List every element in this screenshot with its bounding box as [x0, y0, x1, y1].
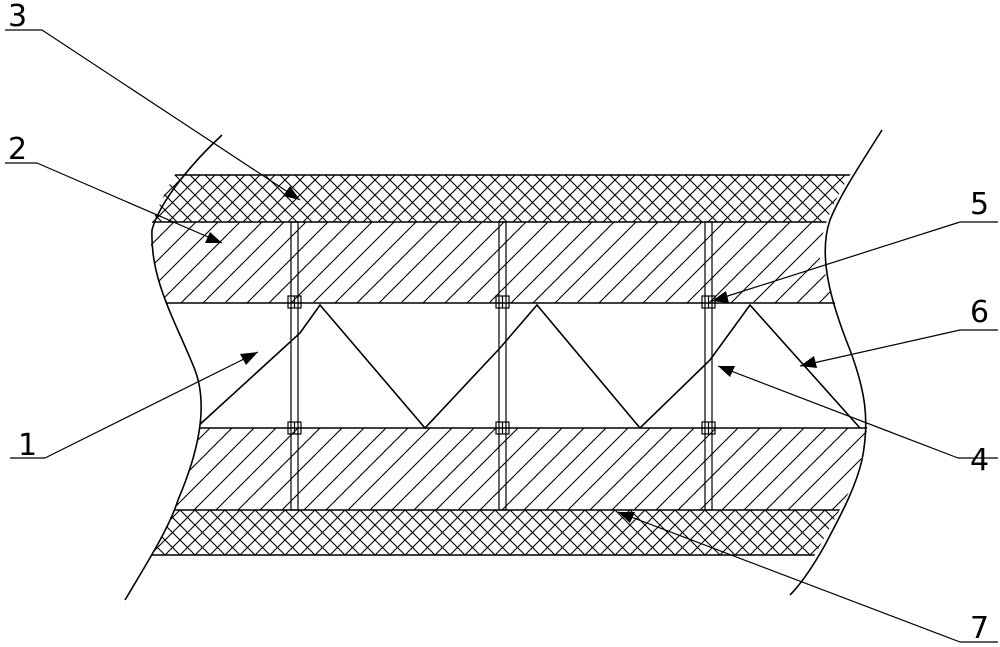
rod-left [287, 221, 302, 511]
rod-middle [495, 221, 510, 511]
top-outer-layer [125, 175, 885, 222]
callout-5: 5 [970, 187, 989, 222]
left-break-line [124, 134, 223, 601]
right-break-line [789, 129, 883, 596]
callout-2: 2 [8, 132, 27, 167]
leader-lines [5, 29, 998, 643]
core-zigzag [149, 303, 861, 471]
top-inner-layer [125, 222, 885, 303]
bottom-inner-layer [125, 428, 885, 510]
callout-6: 6 [970, 295, 989, 330]
connector-rods [287, 221, 716, 511]
callout-1: 1 [18, 428, 37, 463]
callout-4: 4 [970, 443, 989, 478]
callout-3: 3 [8, 0, 27, 34]
panel-layers [125, 174, 885, 556]
rod-right [701, 221, 716, 511]
bottom-outer-layer [125, 510, 885, 555]
callout-labels: 3 2 5 6 1 4 7 [8, 0, 989, 646]
callout-7: 7 [970, 611, 989, 646]
